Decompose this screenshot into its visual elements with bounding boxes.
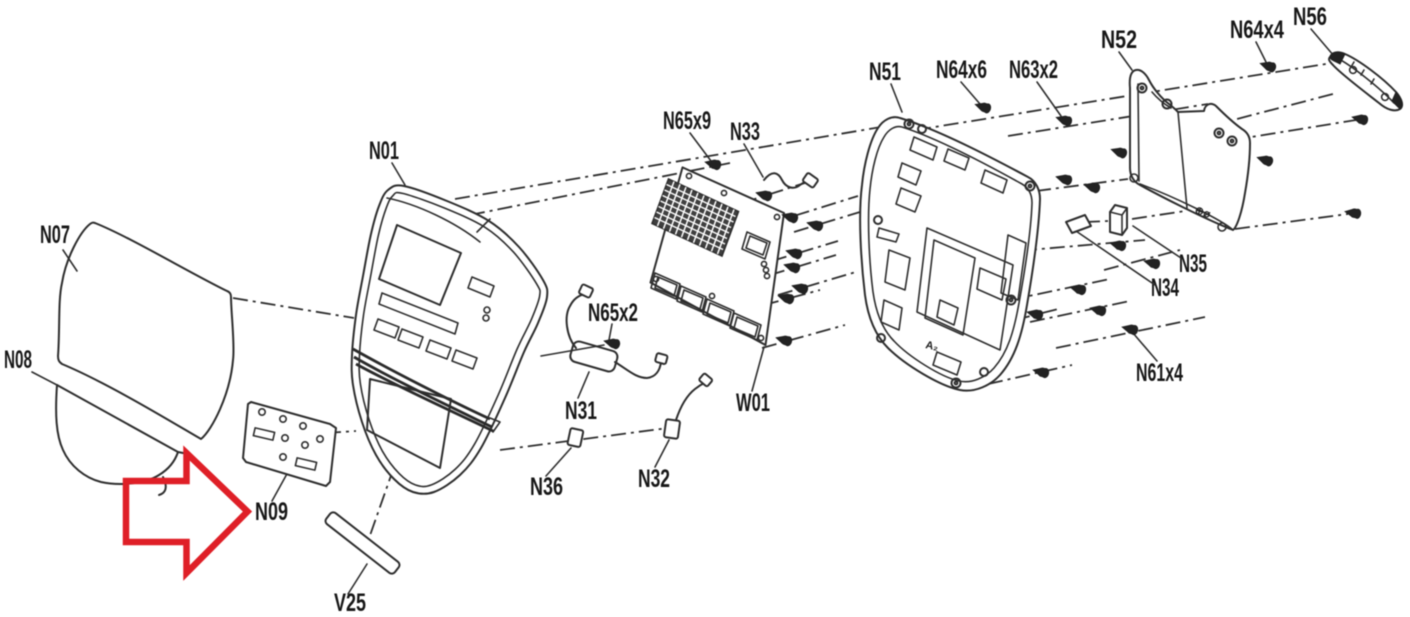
svg-text:N09: N09 bbox=[255, 498, 288, 526]
svg-text:W01: W01 bbox=[736, 389, 770, 417]
svg-text:N65x2: N65x2 bbox=[588, 299, 638, 327]
svg-text:N31: N31 bbox=[565, 397, 597, 425]
svg-text:N52: N52 bbox=[1101, 26, 1137, 54]
svg-text:N35: N35 bbox=[1179, 250, 1207, 278]
svg-text:N32: N32 bbox=[638, 465, 670, 493]
svg-text:N07: N07 bbox=[40, 221, 70, 249]
svg-text:N34: N34 bbox=[1151, 274, 1179, 302]
svg-text:N33: N33 bbox=[730, 118, 760, 146]
svg-text:N64x6: N64x6 bbox=[936, 56, 987, 84]
svg-text:V25: V25 bbox=[334, 589, 366, 617]
svg-text:N64x4: N64x4 bbox=[1230, 16, 1284, 44]
svg-text:N01: N01 bbox=[369, 137, 399, 165]
svg-text:N08: N08 bbox=[4, 346, 32, 374]
svg-text:N51: N51 bbox=[869, 58, 901, 86]
svg-text:N65x9: N65x9 bbox=[663, 107, 711, 135]
svg-text:N63x2: N63x2 bbox=[1009, 56, 1058, 84]
svg-text:N56: N56 bbox=[1293, 3, 1327, 31]
svg-text:N36: N36 bbox=[530, 473, 563, 501]
svg-text:⊕⌀: ⊕⌀ bbox=[1193, 204, 1212, 220]
svg-text:N61x4: N61x4 bbox=[1136, 359, 1183, 387]
svg-text:A₂: A₂ bbox=[924, 339, 939, 353]
